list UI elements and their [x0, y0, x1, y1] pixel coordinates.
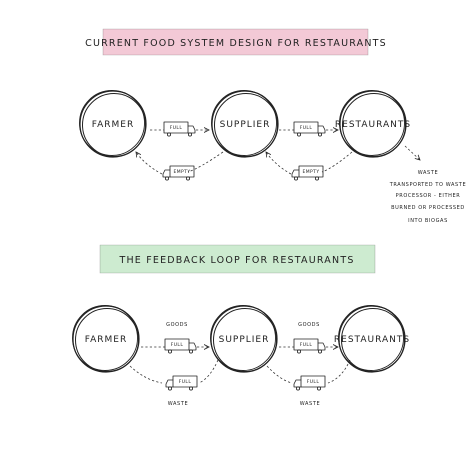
truck-full: FULL — [293, 121, 326, 137]
truck-label: FULL — [171, 342, 184, 348]
waste-label: WASTE — [300, 401, 320, 407]
node-farmer: FARMER — [79, 90, 147, 158]
node-circle — [210, 305, 278, 373]
link-farmer-supplier: GOODS FULL FULL WASTE — [129, 322, 219, 407]
title-highlight — [103, 29, 368, 55]
connector-return — [266, 365, 293, 384]
truck-label: EMPTY — [174, 169, 191, 175]
diagram-current-system: CURRENT FOOD SYSTEM DESIGN FOR RESTAURAN… — [79, 28, 466, 224]
waste-note-line: WASTE — [418, 170, 438, 176]
title-banner-feedback: THE FEEDBACK LOOP FOR RESTAURANTS — [99, 244, 376, 274]
connector-return-start — [198, 359, 219, 384]
waste-note-line: TRANSPORTED TO WASTE — [389, 182, 466, 188]
connector-return — [321, 151, 353, 173]
truck-empty: EMPTY — [291, 165, 324, 181]
truck-label: FULL — [300, 342, 313, 348]
title-highlight — [100, 245, 375, 273]
node-circle — [72, 305, 140, 373]
link-supplier-restaurants: FULL EMPTY — [266, 121, 353, 181]
waste-note-line: PROCESSOR - EITHER — [396, 193, 461, 199]
truck-full: FULL — [293, 338, 326, 354]
node-label: FARMER — [85, 335, 127, 345]
node-farmer: FARMER — [72, 305, 140, 373]
waste-arrow — [404, 145, 420, 160]
truck-full-return: FULL — [293, 375, 326, 391]
goods-label: GOODS — [298, 322, 320, 328]
connector-return — [187, 151, 224, 173]
truck-empty: EMPTY — [162, 165, 195, 181]
connector-return — [129, 365, 163, 384]
truck-label: EMPTY — [303, 169, 320, 175]
node-label: RESTAURANTS — [335, 120, 411, 130]
waste-label: WASTE — [168, 401, 188, 407]
title-banner-current: CURRENT FOOD SYSTEM DESIGN FOR RESTAURAN… — [85, 28, 387, 56]
node-label: FARMER — [92, 120, 134, 130]
diagram-title: CURRENT FOOD SYSTEM DESIGN FOR RESTAURAN… — [85, 38, 387, 49]
node-supplier: SUPPLIER — [211, 90, 279, 158]
node-circle — [211, 90, 279, 158]
connector-return-start — [327, 359, 351, 384]
waste-note-line: BURNED OR PROCESSED — [391, 205, 465, 211]
goods-label: GOODS — [166, 322, 188, 328]
waste-note: WASTE TRANSPORTED TO WASTE PROCESSOR - E… — [389, 145, 466, 224]
truck-label: FULL — [307, 379, 320, 385]
connector-return-arrow — [266, 152, 292, 175]
truck-label: FULL — [300, 125, 313, 131]
truck-label: FULL — [179, 379, 192, 385]
truck-full: FULL — [164, 338, 197, 354]
truck-full: FULL — [163, 121, 196, 137]
connector-return-arrow — [136, 152, 163, 175]
node-label: RESTAURANTS — [334, 335, 410, 345]
diagram-title: THE FEEDBACK LOOP FOR RESTAURANTS — [118, 255, 354, 266]
truck-label: FULL — [170, 125, 183, 131]
node-label: SUPPLIER — [219, 335, 270, 345]
node-label: SUPPLIER — [220, 120, 271, 130]
link-supplier-restaurants: GOODS FULL FULL WASTE — [266, 322, 351, 407]
node-restaurants: RESTAURANTS — [334, 305, 410, 373]
diagram-feedback-loop: THE FEEDBACK LOOP FOR RESTAURANTS FARMER… — [72, 244, 410, 407]
node-restaurants: RESTAURANTS — [335, 90, 411, 158]
node-circle — [339, 90, 407, 158]
node-circle — [79, 90, 147, 158]
node-circle — [338, 305, 406, 373]
truck-full-return: FULL — [165, 375, 198, 391]
link-farmer-supplier: FULL EMPTY — [136, 121, 224, 181]
waste-note-line: INTO BIOGAS — [408, 218, 448, 224]
node-supplier: SUPPLIER — [210, 305, 278, 373]
